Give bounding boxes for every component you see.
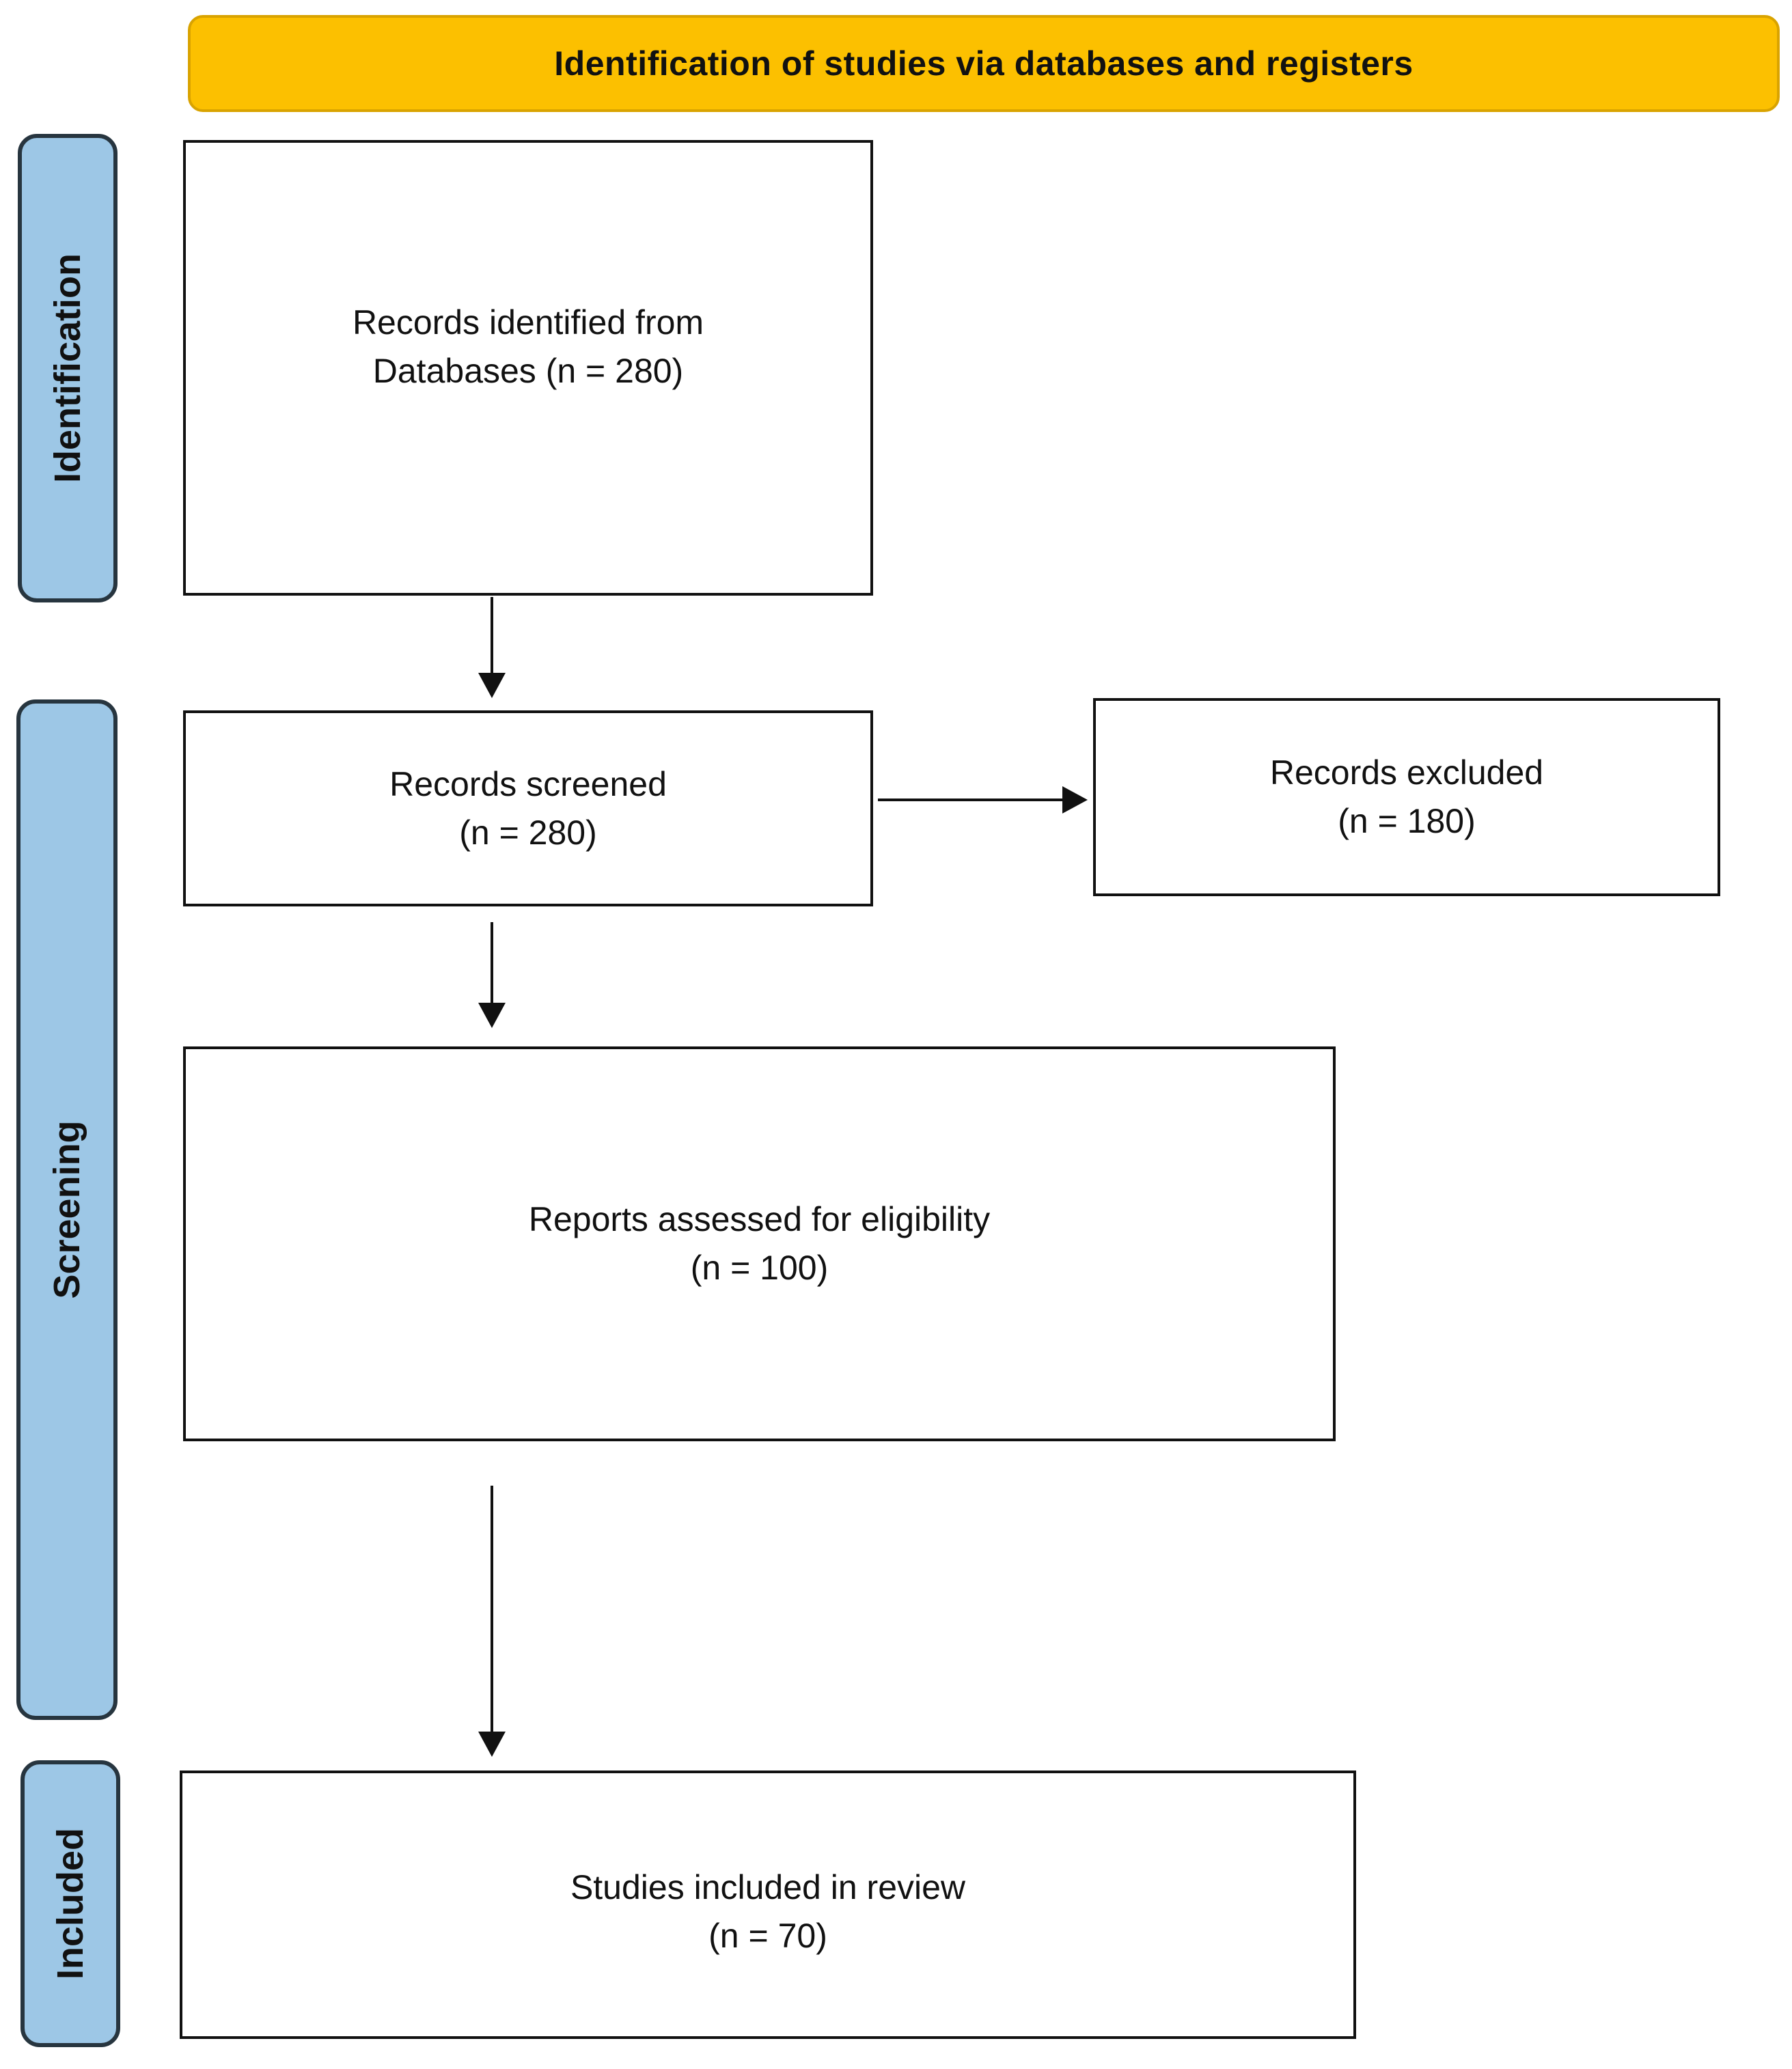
reports-assessed-box: Reports assessed for eligibility (n = 10…	[183, 1046, 1336, 1441]
records-identified-line1: Records identified from	[352, 303, 704, 342]
studies-included-line2: (n = 70)	[708, 1917, 827, 1955]
arrowhead-assessed-to-included	[478, 1732, 506, 1757]
header-banner: Identification of studies via databases …	[188, 15, 1780, 112]
phase-identification: Identification	[18, 134, 118, 602]
records-identified-line2: Databases (n = 280)	[372, 352, 684, 390]
header-title: Identification of studies via databases …	[554, 44, 1414, 83]
reports-assessed-line1: Reports assessed for eligibility	[528, 1200, 991, 1238]
phase-screening: Screening	[16, 699, 118, 1720]
records-screened-line2: (n = 280)	[459, 813, 597, 852]
phase-screening-label: Screening	[46, 1120, 87, 1299]
arrowhead-screened-to-excluded	[1062, 786, 1088, 814]
studies-included-line1: Studies included in review	[570, 1868, 966, 1906]
studies-included-box: Studies included in review (n = 70)	[180, 1771, 1356, 2039]
records-identified-box: Records identified from Databases (n = 2…	[183, 140, 873, 596]
arrowhead-identified-to-screened	[478, 673, 506, 698]
records-excluded-line1: Records excluded	[1269, 753, 1544, 792]
records-screened-line1: Records screened	[389, 764, 667, 803]
records-excluded-box: Records excluded (n = 180)	[1093, 698, 1720, 896]
phase-included-label: Included	[50, 1827, 91, 1980]
phase-included: Included	[20, 1760, 120, 2047]
records-screened-box: Records screened (n = 280)	[183, 710, 873, 906]
reports-assessed-line2: (n = 100)	[690, 1249, 829, 1287]
phase-identification-label: Identification	[47, 253, 88, 483]
records-excluded-line2: (n = 180)	[1338, 802, 1476, 840]
arrowhead-screened-to-assessed	[478, 1003, 506, 1028]
